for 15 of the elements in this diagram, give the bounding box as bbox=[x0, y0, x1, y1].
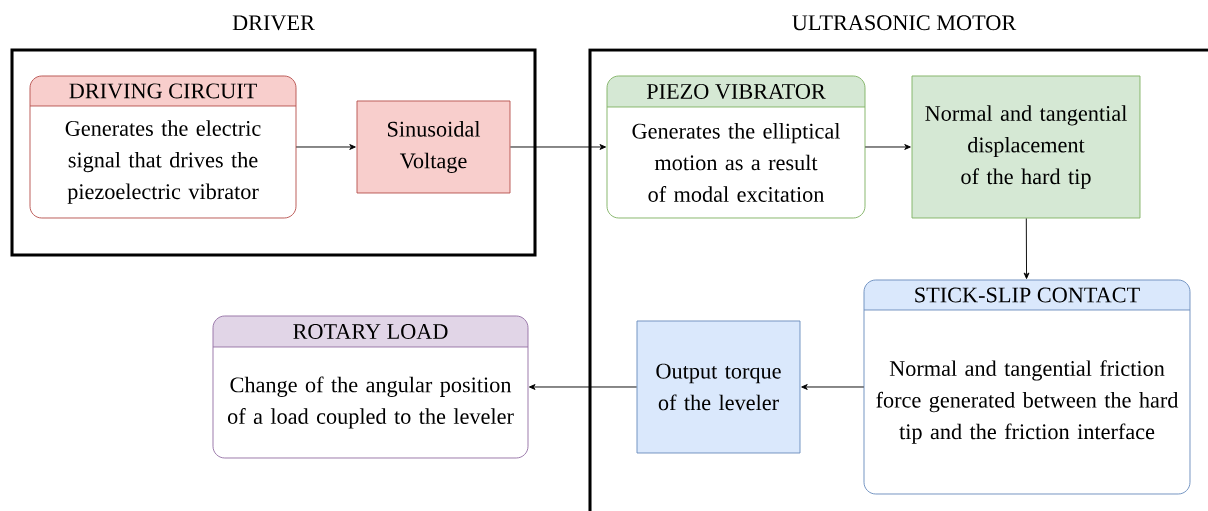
process-box: Normal and tangential displacement of the hard tip bbox=[911, 75, 1141, 219]
titled-box: DRIVING CIRCUIT Generates the electric signal that drives the piezoelectric vibrator bbox=[29, 75, 297, 219]
arrow bbox=[295, 144, 356, 150]
arrow bbox=[801, 384, 865, 390]
node-label: ULTRASONIC MOTOR bbox=[792, 15, 1017, 31]
titled-box: STICK-SLIP CONTACT Normal and tangential friction force generated between the hard tip and the friction interface bbox=[863, 279, 1191, 495]
node-label: DRIVER bbox=[232, 15, 315, 31]
arrow bbox=[1023, 218, 1030, 280]
arrow bbox=[510, 144, 607, 150]
arrow bbox=[528, 384, 637, 390]
arrow bbox=[864, 144, 911, 150]
titled-box: PIEZO VIBRATOR Generates the elliptical motion as a result of modal excitation bbox=[606, 75, 866, 219]
process-box: Sinusoidal Voltage bbox=[356, 100, 511, 194]
titled-box: ROTARY LOAD Change of the angular position of a load coupled to the leveler bbox=[212, 315, 529, 459]
process-box: Output torque of the leveler bbox=[636, 320, 801, 454]
